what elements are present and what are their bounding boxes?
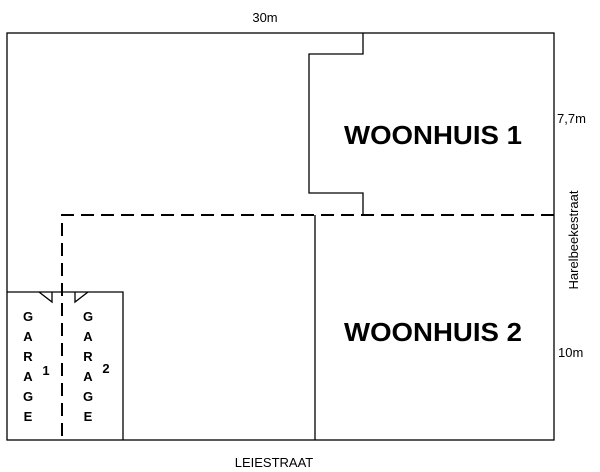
garage-1-label: G A R A G E 1	[23, 309, 50, 424]
garage-2-letter: E	[84, 409, 93, 424]
garage-1-letter: G	[23, 309, 33, 324]
dimension-right-lower: 10m	[558, 345, 583, 360]
garage-1-letter: A	[23, 369, 33, 384]
garage-1-letter: R	[23, 349, 33, 364]
plot-boundary	[6, 32, 555, 441]
garage-1-letter: E	[24, 409, 33, 424]
garage-1-letter: A	[23, 329, 33, 344]
garage-2-letter: A	[83, 369, 93, 384]
lot-division-dashed	[61, 214, 554, 440]
garage-2-letter: G	[83, 309, 93, 324]
garage-2-letter: A	[83, 329, 93, 344]
dimension-right-upper: 7,7m	[557, 111, 586, 126]
garage-2-letter: G	[83, 389, 93, 404]
woonhuis-1-outline	[308, 33, 364, 215]
street-harelbeekestraat: Harelbeekestraat	[566, 190, 581, 289]
dimension-top: 30m	[252, 10, 277, 25]
garage-1-letter: G	[23, 389, 33, 404]
garage-2-door-marker	[74, 291, 89, 304]
garage-2-label: G A R A G E 2	[83, 309, 110, 424]
garage-block	[7, 291, 124, 440]
woonhuis-2-label: WOONHUIS 2	[344, 317, 522, 347]
garage-1-number: 1	[42, 363, 49, 378]
garage-2-letter: R	[83, 349, 93, 364]
street-leiestraat: LEIESTRAAT	[235, 455, 314, 470]
garage-2-number: 2	[102, 361, 109, 376]
woonhuis-1-label: WOONHUIS 1	[344, 120, 522, 150]
garage-1-door-marker	[38, 291, 53, 304]
